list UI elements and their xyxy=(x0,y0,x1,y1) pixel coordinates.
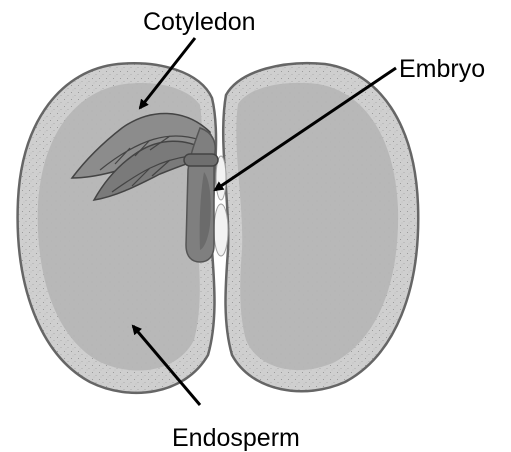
right-seed-half xyxy=(223,63,418,391)
cotyledon-label: Cotyledon xyxy=(143,8,256,36)
embryo-collar xyxy=(184,154,218,166)
endosperm-label: Endosperm xyxy=(172,424,300,452)
gap-highlight-lower xyxy=(214,204,228,256)
embryo-label: Embryo xyxy=(399,55,485,83)
